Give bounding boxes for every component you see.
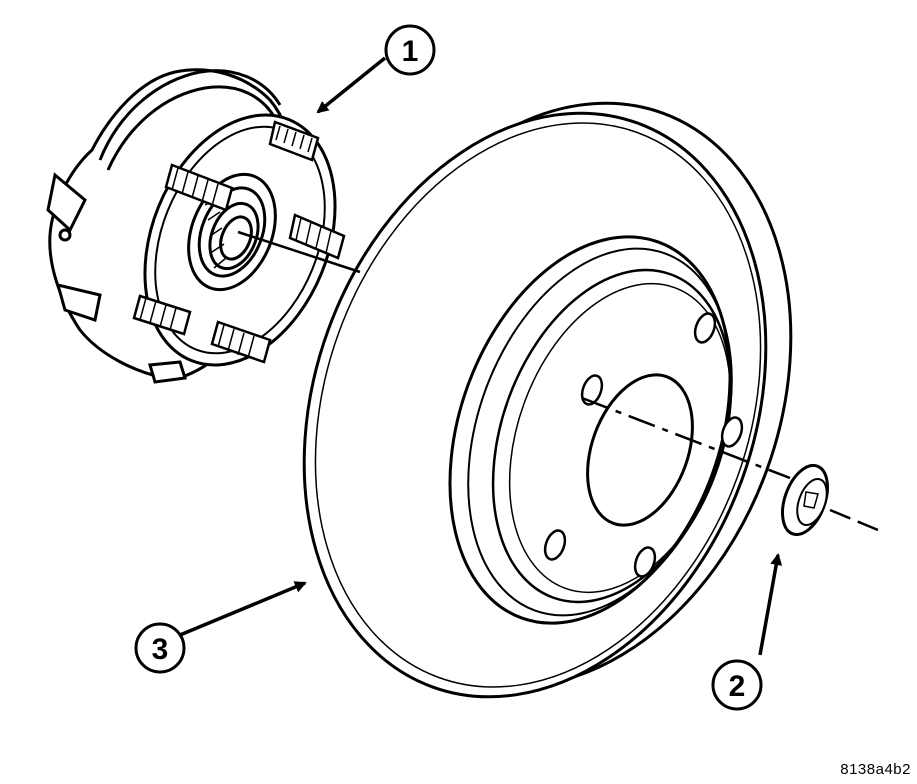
wheel-stud-top bbox=[268, 120, 320, 162]
wheel-studs bbox=[132, 120, 346, 364]
wheel-stud-upper-left bbox=[164, 163, 234, 212]
wheel-stud-bottom bbox=[210, 320, 272, 364]
callout-3: 3 bbox=[134, 581, 307, 674]
hub-bearing-assembly bbox=[46, 68, 337, 384]
figure-reference-code: 8138a4b2 bbox=[840, 761, 911, 778]
callout-1: 1 bbox=[316, 24, 436, 114]
center-axis-line bbox=[237, 230, 879, 532]
callout-2-label: 2 bbox=[729, 670, 746, 703]
callout-3-label: 3 bbox=[152, 633, 169, 666]
callout-1-label: 1 bbox=[402, 35, 419, 68]
callout-2: 2 bbox=[711, 553, 783, 711]
wheel-stud-lower-left bbox=[132, 294, 192, 336]
wheel-stud-right bbox=[288, 213, 346, 260]
rotor-retainer-clip bbox=[781, 463, 829, 537]
brake-rotor bbox=[302, 101, 793, 699]
